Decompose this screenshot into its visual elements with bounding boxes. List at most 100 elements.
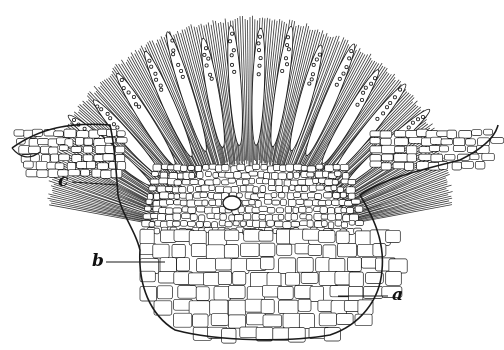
tissue-cell — [322, 221, 328, 227]
tissue-cell — [153, 244, 169, 258]
tissue-cell — [209, 185, 215, 190]
tissue-cell — [68, 170, 80, 176]
tissue-cell — [340, 192, 346, 198]
central-cell-node — [223, 196, 241, 210]
tissue-cell — [395, 146, 405, 152]
tissue-cell — [203, 273, 219, 286]
tissue-cell — [178, 286, 197, 299]
tissue-cell — [349, 220, 355, 225]
tissue-cell — [24, 161, 34, 168]
tissue-cell — [301, 186, 308, 192]
tissue-cell — [174, 313, 192, 327]
tissue-cell — [329, 259, 345, 273]
tissue-cell — [289, 185, 295, 190]
tissue-cell — [303, 229, 320, 240]
tissue-cell — [181, 165, 188, 171]
tissue-cell — [168, 194, 174, 199]
tissue-cell — [380, 131, 392, 138]
tissue-cell — [278, 214, 284, 220]
tissue-cell — [348, 257, 362, 271]
tissue-cell — [180, 221, 187, 227]
tissue-cell — [147, 194, 153, 200]
tissue-cell — [158, 214, 166, 221]
tissue-cell — [285, 213, 292, 220]
tissue-cell — [71, 147, 81, 153]
tissue-cell — [182, 213, 191, 219]
tissue-cell — [259, 231, 273, 242]
tissue-cell — [197, 172, 203, 179]
tissue-cell — [330, 286, 350, 297]
tissue-cell — [272, 200, 280, 205]
tissue-cell — [380, 138, 391, 145]
tissue-cell — [193, 314, 208, 327]
tissue-cell — [386, 271, 402, 285]
tissue-cell — [213, 172, 219, 178]
tissue-cell — [336, 214, 342, 220]
tissue-cell — [278, 193, 285, 199]
tissue-cell — [51, 154, 59, 162]
tissue-cell — [214, 193, 223, 199]
tissue-cell — [188, 207, 196, 213]
tissue-cell — [37, 139, 48, 145]
tissue-cell — [259, 243, 275, 256]
tissue-cell — [59, 154, 70, 161]
tissue-cell — [174, 194, 180, 199]
tissue-cell — [459, 131, 472, 139]
tissue-cell — [247, 220, 254, 227]
tissue-cell — [146, 199, 152, 204]
tissue-cell — [285, 273, 299, 286]
tissue-cell — [252, 164, 259, 169]
tissue-cell — [344, 301, 359, 312]
tissue-cell — [29, 139, 38, 147]
tissue-cell — [279, 258, 296, 274]
tissue-cell — [332, 200, 340, 206]
tissue-cell — [240, 186, 246, 192]
tissue-cell — [324, 192, 332, 198]
tissue-cell — [203, 165, 209, 170]
tissue-cell — [355, 231, 371, 246]
tissue-cell — [482, 153, 495, 160]
tissue-cell — [153, 164, 161, 171]
tissue-cell — [323, 171, 329, 177]
tissue-cell — [310, 286, 324, 301]
tissue-cell — [328, 214, 336, 221]
tissue-cell — [293, 172, 299, 178]
tissue-cell — [453, 145, 465, 151]
tissue-cell — [301, 273, 318, 284]
tissue-cell — [283, 222, 291, 229]
tissue-cell — [55, 163, 64, 170]
label-b: b — [92, 251, 104, 271]
tissue-cell — [117, 131, 125, 137]
tissue-cell — [219, 220, 225, 226]
tissue-cell — [215, 186, 224, 192]
tissue-cell — [237, 164, 245, 170]
tissue-cell — [341, 208, 347, 213]
tissue-cell — [205, 180, 214, 185]
tissue-cell — [334, 171, 341, 176]
tissue-cell — [342, 173, 349, 180]
tissue-cell — [351, 199, 360, 204]
tissue-cell — [355, 221, 363, 226]
tissue-cell — [304, 200, 313, 206]
tissue-cell — [370, 155, 381, 162]
tissue-cell — [149, 186, 156, 191]
tissue-cell — [466, 139, 476, 145]
tissue-cell — [54, 131, 64, 137]
tissue-cell — [370, 138, 380, 144]
tissue-cell — [188, 166, 195, 171]
tissue-cell — [222, 329, 236, 344]
tissue-cell — [115, 146, 125, 153]
tissue-cell — [149, 222, 155, 227]
tissue-cell — [287, 173, 293, 180]
tissue-cell — [291, 221, 299, 227]
tissue-cell — [343, 215, 350, 222]
tissue-cell — [286, 164, 294, 171]
tissue-cell — [267, 273, 281, 287]
tissue-cell — [214, 213, 220, 219]
tissue-cell — [222, 165, 229, 172]
tissue-cell — [315, 194, 322, 200]
tissue-cell — [191, 244, 206, 257]
tissue-cell — [328, 222, 334, 229]
tissue-cell — [261, 299, 274, 313]
